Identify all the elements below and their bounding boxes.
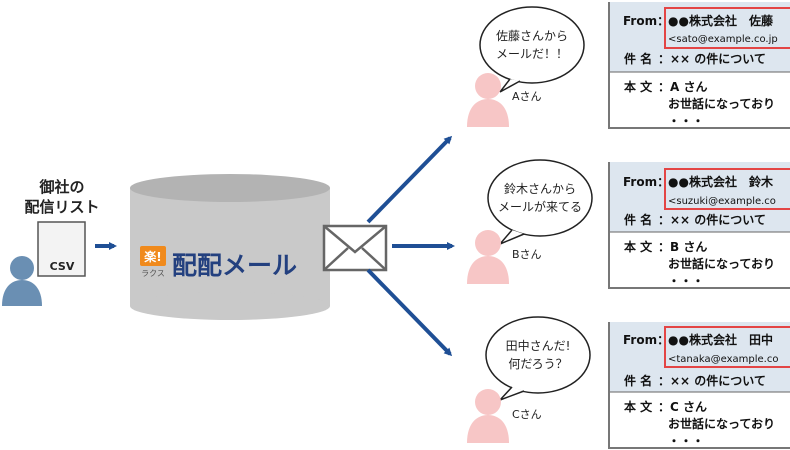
from-company: ●●株式会社 鈴木 xyxy=(668,174,774,189)
email-card: From： ●●株式会社 田中 <tanaka@example.co 件 名 ：… xyxy=(608,322,790,449)
envelope-icon xyxy=(322,224,388,272)
from-label: From： xyxy=(623,14,669,28)
arrow-to-recipient-a xyxy=(366,135,453,224)
bubble-line2: メールが来てる xyxy=(498,199,582,214)
from-address: <suzuki@example.co xyxy=(668,196,776,207)
recipient-name: Aさん xyxy=(512,90,542,103)
bubble-line1: 田中さんだ! xyxy=(506,338,571,353)
csv-file-icon xyxy=(37,221,86,277)
body-line3: ・・・ xyxy=(668,434,704,448)
subject-value: ：×× の件について xyxy=(658,212,766,227)
body-line2: お世話になっており xyxy=(668,256,775,271)
body-line3: ・・・ xyxy=(668,274,704,288)
recipient-c: 田中さんだ! 何だろう？ Cさん From： ●●株式会社 田中 <tanaka… xyxy=(467,316,790,449)
from-label: From： xyxy=(623,333,669,347)
csv-label: CSV xyxy=(50,260,75,273)
body-label: 本 文 xyxy=(624,79,653,94)
recipient-name: Bさん xyxy=(512,248,542,261)
from-company: ●●株式会社 田中 xyxy=(668,332,773,347)
subject-label: 件 名 xyxy=(624,212,652,227)
svg-text:楽!: 楽! xyxy=(144,249,161,264)
bubble-line1: 佐藤さんから xyxy=(496,29,568,43)
from-address: <sato@example.co.jp xyxy=(668,34,778,45)
arrow-to-recipient-c xyxy=(366,268,453,357)
sender-person-icon xyxy=(2,256,42,306)
service-name: 配配メール xyxy=(172,251,297,280)
body-line1: ：C さん xyxy=(658,400,707,414)
recipient-name: Cさん xyxy=(512,408,542,421)
recipient-person-icon xyxy=(467,73,509,127)
body-line1: ：B さん xyxy=(658,240,707,254)
bubble-line1: 鈴木さんから xyxy=(504,181,576,196)
speech-bubble xyxy=(479,6,585,93)
from-company: ●●株式会社 佐藤 xyxy=(668,13,774,28)
body-line2: お世話になっており xyxy=(668,416,775,431)
service-logo: 楽! ラクス xyxy=(140,246,166,278)
from-label: From： xyxy=(623,175,669,189)
recipient-b: 鈴木さんから メールが来てる Bさん From： ●●株式会社 鈴木 <suzu… xyxy=(467,159,790,289)
subject-label: 件 名 xyxy=(624,373,652,388)
speech-bubble xyxy=(485,316,591,401)
sender-title-line1: 御社の xyxy=(38,178,84,196)
from-address: <tanaka@example.co xyxy=(668,354,778,365)
sender-title-line2: 配信リスト xyxy=(24,198,99,216)
subject-label: 件 名 xyxy=(624,51,652,66)
email-card: From： ●●株式会社 佐藤 <sato@example.co.jp 件 名 … xyxy=(608,2,790,129)
body-label: 本 文 xyxy=(624,399,653,414)
speech-bubble xyxy=(487,159,593,245)
body-line3: ・・・ xyxy=(668,114,704,128)
body-line2: お世話になっており xyxy=(668,96,775,111)
svg-text:ラクス: ラクス xyxy=(141,269,165,278)
bubble-line2: メールだ！！ xyxy=(496,47,568,61)
subject-value: ：×× の件について xyxy=(658,51,766,66)
bubble-line2: 何だろう？ xyxy=(508,357,567,371)
subject-value: ：×× の件について xyxy=(658,373,766,388)
body-label: 本 文 xyxy=(624,239,653,254)
recipient-person-icon xyxy=(467,230,509,284)
recipient-a: 佐藤さんから メールだ！！ Aさん From： ●●株式会社 佐藤 <sato@… xyxy=(467,2,790,129)
recipient-person-icon xyxy=(467,389,509,443)
email-card: From： ●●株式会社 鈴木 <suzuki@example.co 件 名 ：… xyxy=(608,162,790,289)
body-line1: ：A さん xyxy=(658,80,707,94)
